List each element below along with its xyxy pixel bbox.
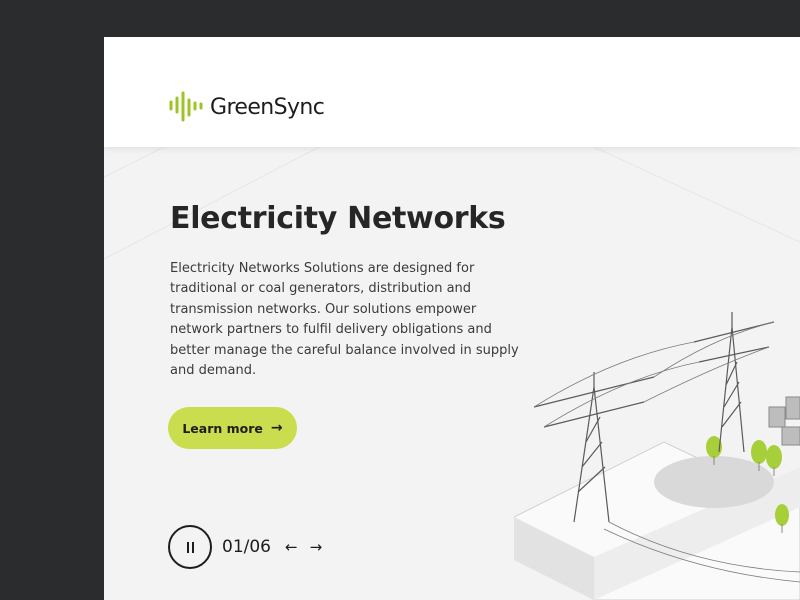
ground-platform xyxy=(514,441,800,600)
learn-more-label: Learn more xyxy=(182,420,263,436)
brand-logo[interactable]: GreenSync xyxy=(168,90,325,124)
arrow-right-icon: → xyxy=(270,420,283,436)
slider-controls: 01/06 ← → xyxy=(168,525,322,569)
pause-button[interactable] xyxy=(168,525,212,569)
pause-icon xyxy=(186,541,194,553)
background-lines xyxy=(104,147,800,260)
learn-more-button[interactable]: Learn more → xyxy=(168,407,297,449)
transmission-tower-front xyxy=(533,372,655,523)
substation-boxes xyxy=(768,396,800,446)
brand-name: GreenSync xyxy=(210,94,325,120)
site-header: GreenSync xyxy=(104,37,800,147)
power-lines xyxy=(533,321,800,583)
prev-slide-button[interactable]: ← xyxy=(285,538,298,556)
page-frame: GreenSync Electricity Networks Electrici… xyxy=(104,37,800,600)
next-slide-button[interactable]: → xyxy=(309,538,323,556)
transmission-tower-rear xyxy=(693,312,775,453)
tree-icons xyxy=(706,436,789,533)
page-title: Electricity Networks xyxy=(170,201,506,236)
hero-description: Electricity Networks Solutions are desig… xyxy=(170,261,519,379)
slide-counter: 01/06 xyxy=(222,537,271,557)
greensync-logo-icon xyxy=(169,91,203,122)
power-grid-illustration xyxy=(514,312,800,600)
